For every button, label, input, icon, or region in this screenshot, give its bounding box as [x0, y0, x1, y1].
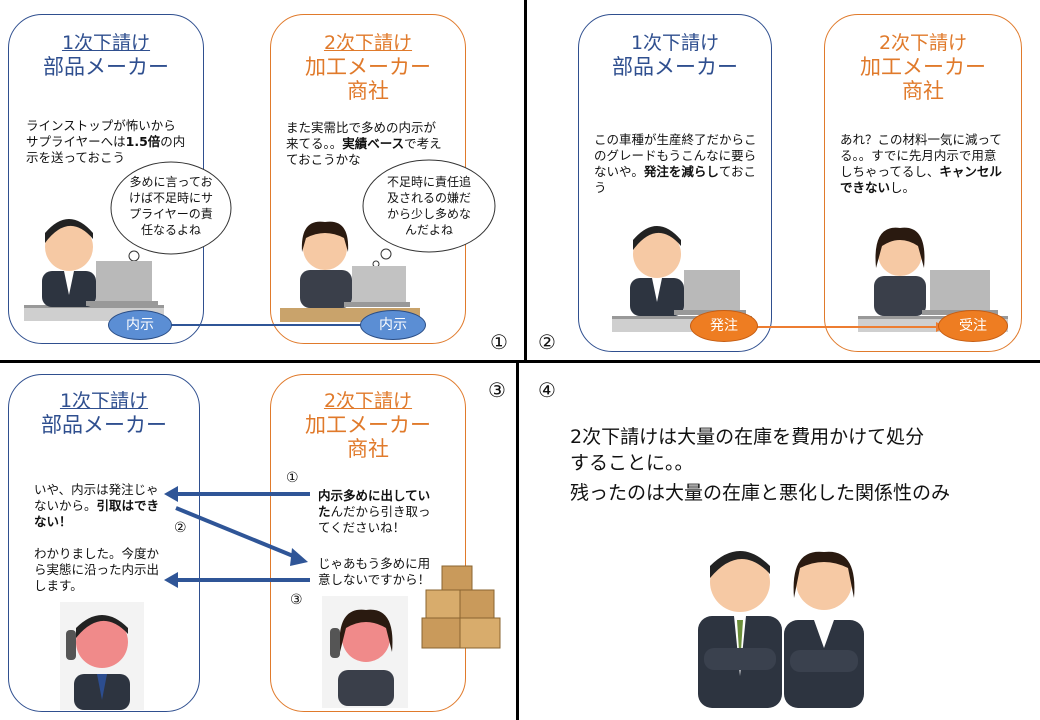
panel3-step3-label: ③ — [290, 592, 303, 608]
panel1-naiji-pill-left: 内示 — [108, 310, 172, 340]
panel1-supplier-type: 部品メーカー — [43, 54, 169, 79]
panel3-exchange-arrows — [164, 486, 310, 588]
angry-woman-arms-crossed-icon — [784, 551, 864, 708]
panel3-supplier-type: 部品メーカー — [41, 412, 167, 437]
panel2-processor-tier: 2次下請け — [878, 32, 968, 54]
angry-woman-on-phone-icon — [322, 596, 408, 708]
panel3-supplier-text2: わかりました。今度から実態に沿った内示出します。 — [34, 546, 160, 593]
man-at-laptop-icon — [24, 219, 164, 321]
panel2-flow-arrow — [740, 322, 946, 332]
panel4-conclusion-line1: 2次下請けは大量の在庫を費用かけて処分 — [570, 426, 925, 448]
panel3-processor-tier: 2次下請け — [323, 390, 413, 412]
panel1-processor-thought-bubble: 不足時に責任追及されるの嫌だから少し多めなんだよね — [360, 158, 498, 268]
panel1-processor-text: また実需比で多めの内示が来てる。。実績ベースで考えておこうかな — [286, 120, 442, 167]
panel3-processor-type2: 商社 — [347, 436, 389, 461]
panel2-supplier-tier: 1次下請け — [630, 32, 720, 54]
angry-man-arms-crossed-icon — [698, 551, 782, 708]
panel2-order-pill-left: 発注 — [690, 310, 758, 342]
panel3-processor-card: 2次下請け 加工メーカー 商社 — [270, 374, 466, 712]
panel1-supplier-tier: 1次下請け — [61, 32, 151, 54]
panel4-conclusion-line3: 残ったのは大量の在庫と悪化した関係性のみ — [570, 482, 951, 504]
woman-at-laptop-icon — [280, 221, 420, 322]
panel2-number: ② — [538, 330, 556, 354]
panel3-supplier-tier: 1次下請け — [59, 390, 149, 412]
horizontal-divider — [0, 360, 1040, 363]
panel3-number: ③ — [488, 378, 506, 402]
panel1-naiji-pill-right: 内示 — [360, 310, 426, 340]
panel2-supplier-text: この車種が生産終了だからこのグレードもうこんなに要らないや。発注を減らしておこう — [594, 132, 757, 195]
panel1-supplier-text: ラインストップが怖いからサプライヤーへは1.5倍の内示を送っておこう — [26, 118, 186, 165]
vertical-divider-bottom — [516, 362, 519, 720]
panel1-processor-type1: 加工メーカー — [305, 54, 431, 79]
panel1-processor-tier: 2次下請け — [323, 32, 413, 54]
panel2-order-pill-right: 受注 — [938, 310, 1008, 342]
panel2-processor-type2: 商社 — [902, 78, 944, 103]
cloud-shape — [362, 159, 496, 268]
panel3-processor-text2: じゃあもう多めに用意しないですから！ — [318, 556, 431, 587]
panel4-number: ④ — [538, 378, 556, 402]
man-at-laptop-icon — [612, 226, 752, 332]
panel1-processor-type2: 商社 — [347, 78, 389, 103]
panel2-processor-text: あれ？この材料一気に減ってる。。すでに先月内示で用意しちゃってるし、キャンセルで… — [840, 132, 1002, 195]
panel3-processor-type1: 加工メーカー — [305, 412, 431, 437]
panel1-supplier-thought-bubble: 多めに言っておけば不足時にサプライヤーの責任なるよね — [108, 160, 234, 270]
panel2-processor-type1: 加工メーカー — [860, 54, 986, 79]
panel1-flow-arrow — [150, 320, 386, 330]
panel3-step2-label: ② — [174, 520, 187, 536]
vertical-divider-top — [524, 0, 527, 362]
panel1-number: ① — [490, 330, 508, 354]
panel4-conclusion-line2: することに。。 — [570, 452, 694, 474]
panel3-processor-text1: 内示多めに出していたんだから引き取ってくださいね！ — [318, 488, 431, 535]
panel3-supplier-text1: いや、内示は発注じゃないから。引取はできない！ — [34, 482, 160, 529]
boxes-icon — [421, 565, 501, 649]
panel2-supplier-type: 部品メーカー — [612, 54, 738, 79]
panel3-step1-label: ① — [286, 470, 299, 486]
angry-man-on-phone-icon — [60, 602, 144, 710]
